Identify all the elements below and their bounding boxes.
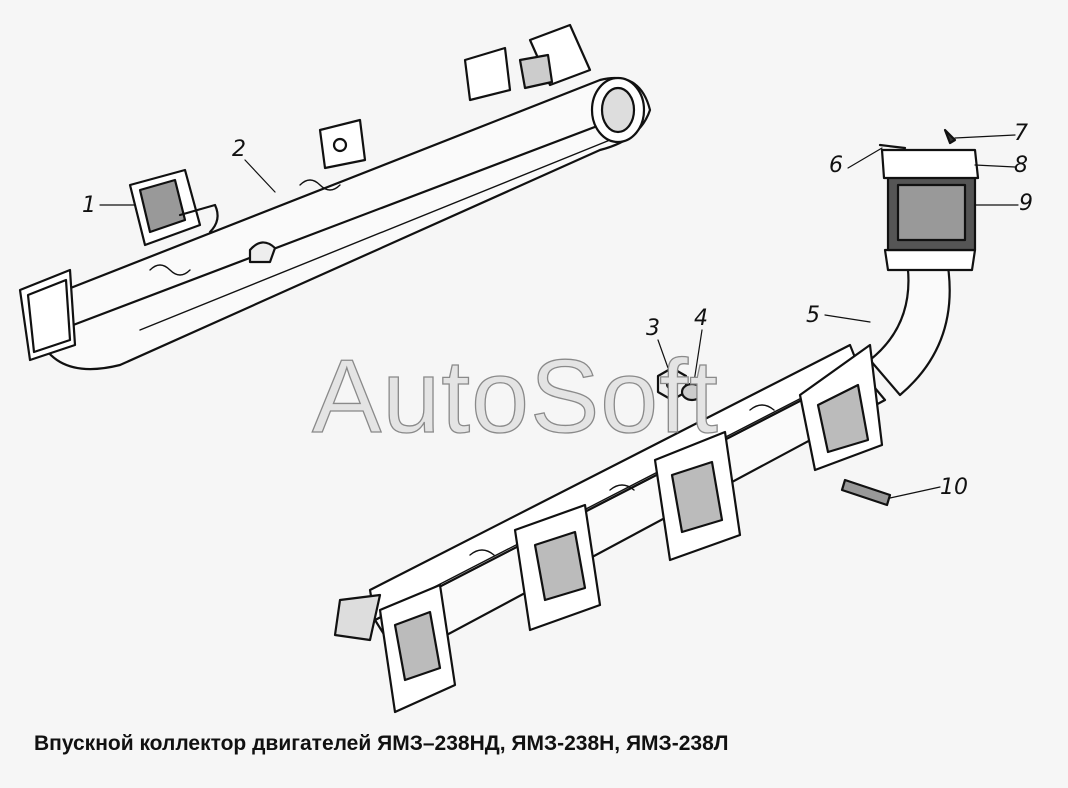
flanges — [378, 343, 884, 714]
figure-caption: Впускной коллектор двигателей ЯМЗ–238НД,… — [34, 732, 729, 755]
callout-7: 7 — [1014, 121, 1028, 146]
callout-1: 1 — [82, 193, 96, 218]
callout-4: 4 — [694, 306, 708, 331]
leader-lines — [99, 134, 1019, 499]
callout-9: 9 — [1019, 191, 1033, 216]
upper-manifold — [18, 23, 652, 371]
callout-3: 3 — [646, 316, 660, 341]
lower-manifold — [333, 148, 980, 714]
watermark: AutoSoft — [311, 338, 719, 455]
callout-5: 5 — [806, 303, 820, 328]
callout-2: 2 — [232, 137, 246, 162]
callout-8: 8 — [1014, 153, 1028, 178]
callout-6: 6 — [829, 153, 843, 178]
callout-10: 10 — [940, 475, 968, 500]
small-parts — [656, 128, 957, 507]
